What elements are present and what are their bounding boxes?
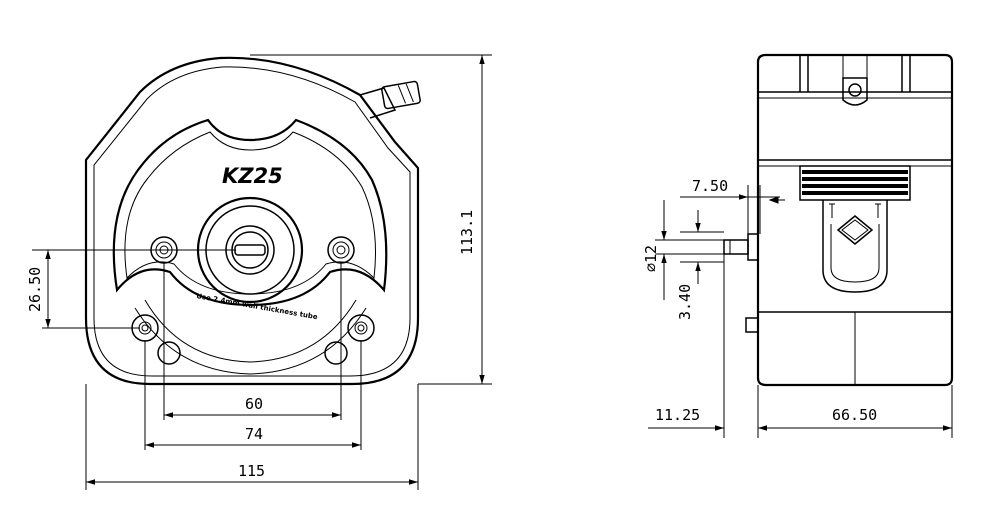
front-view: KZ25 Use 2.4mm wall thickness tube [32,56,421,386]
front-dimensions: 60 74 115 113.1 26.50 [26,54,492,490]
rotor-cover-inner [124,131,376,295]
side-body-outline [756,53,954,387]
brand-label: KZ25 [222,164,283,188]
pump-housing-inner-edge [93,66,411,377]
side-lever-grip [799,165,911,201]
side-dimensions: 7.50 ∅12 3.40 11.25 66.50 [642,177,953,438]
side-pin [745,317,759,333]
dim-hole-spacing-outer: 74 [245,425,263,443]
dim-body-depth: 66.50 [832,406,877,424]
locating-hole-left [157,341,181,365]
dim-height-overall: 113.1 [458,210,476,255]
rotor-cover [112,118,388,307]
pump-housing-outline [84,56,420,386]
dim-shaft-diameter: ∅12 [642,245,660,272]
locating-hole-right [324,341,348,365]
dim-hole-offset-vertical: 26.50 [26,267,44,312]
dim-shaft-offset: 7.50 [692,177,728,195]
rotor-screw-right [327,236,355,264]
side-view [723,53,954,387]
dim-hole-spacing-inner: 60 [245,395,263,413]
dim-width-overall: 115 [238,462,265,480]
dim-flat-depth: 3.40 [676,284,694,320]
side-shaft [723,233,759,261]
dim-shaft-depth: 11.25 [655,406,700,424]
mounting-hole-right [347,314,375,342]
side-lever-body [822,200,888,293]
side-clamp-tab [842,55,868,106]
rotor-arc-lower [144,299,357,363]
tube-connector [359,80,421,119]
